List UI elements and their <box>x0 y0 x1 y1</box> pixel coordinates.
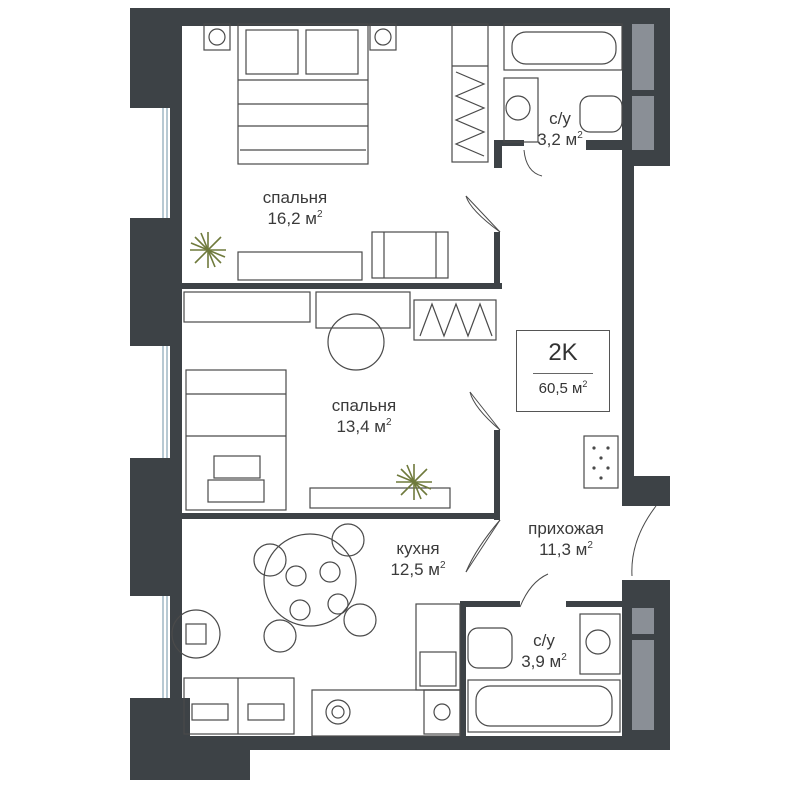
room-label-bath-1: с/у 3,2 м2 <box>537 108 583 150</box>
room-name: прихожая <box>528 519 604 538</box>
apartment-type-code: 2K <box>548 339 578 366</box>
room-name: с/у <box>533 631 555 650</box>
badge-divider <box>533 373 593 374</box>
room-name: с/у <box>549 109 571 128</box>
room-name: кухня <box>396 539 440 558</box>
room-area: 11,3 м2 <box>539 540 593 559</box>
right-windows <box>632 24 654 730</box>
left-windows <box>162 108 168 698</box>
room-label-bath-2: с/у 3,9 м2 <box>521 630 567 672</box>
room-area: 16,2 м2 <box>267 209 323 228</box>
room-label-hallway: прихожая 11,3 м2 <box>528 518 604 560</box>
room-area: 3,2 м2 <box>537 130 583 149</box>
room-area: 12,5 м2 <box>390 560 446 579</box>
room-label-bedroom-2: спальня 13,4 м2 <box>332 395 397 437</box>
room-name: спальня <box>331 396 397 415</box>
room-label-bedroom-1: спальня 16,2 м2 <box>263 187 328 229</box>
doors <box>465 149 657 608</box>
furniture <box>171 23 623 737</box>
plants <box>190 232 432 500</box>
apartment-badge: 2K 60,5 м2 <box>516 330 610 412</box>
room-label-kitchen: кухня 12,5 м2 <box>390 538 445 580</box>
room-area: 13,4 м2 <box>336 417 392 436</box>
room-name: спальня <box>262 188 328 207</box>
room-area: 3,9 м2 <box>521 652 567 671</box>
apartment-total-area: 60,5 м2 <box>538 379 588 398</box>
cabinet-dots <box>592 446 610 480</box>
